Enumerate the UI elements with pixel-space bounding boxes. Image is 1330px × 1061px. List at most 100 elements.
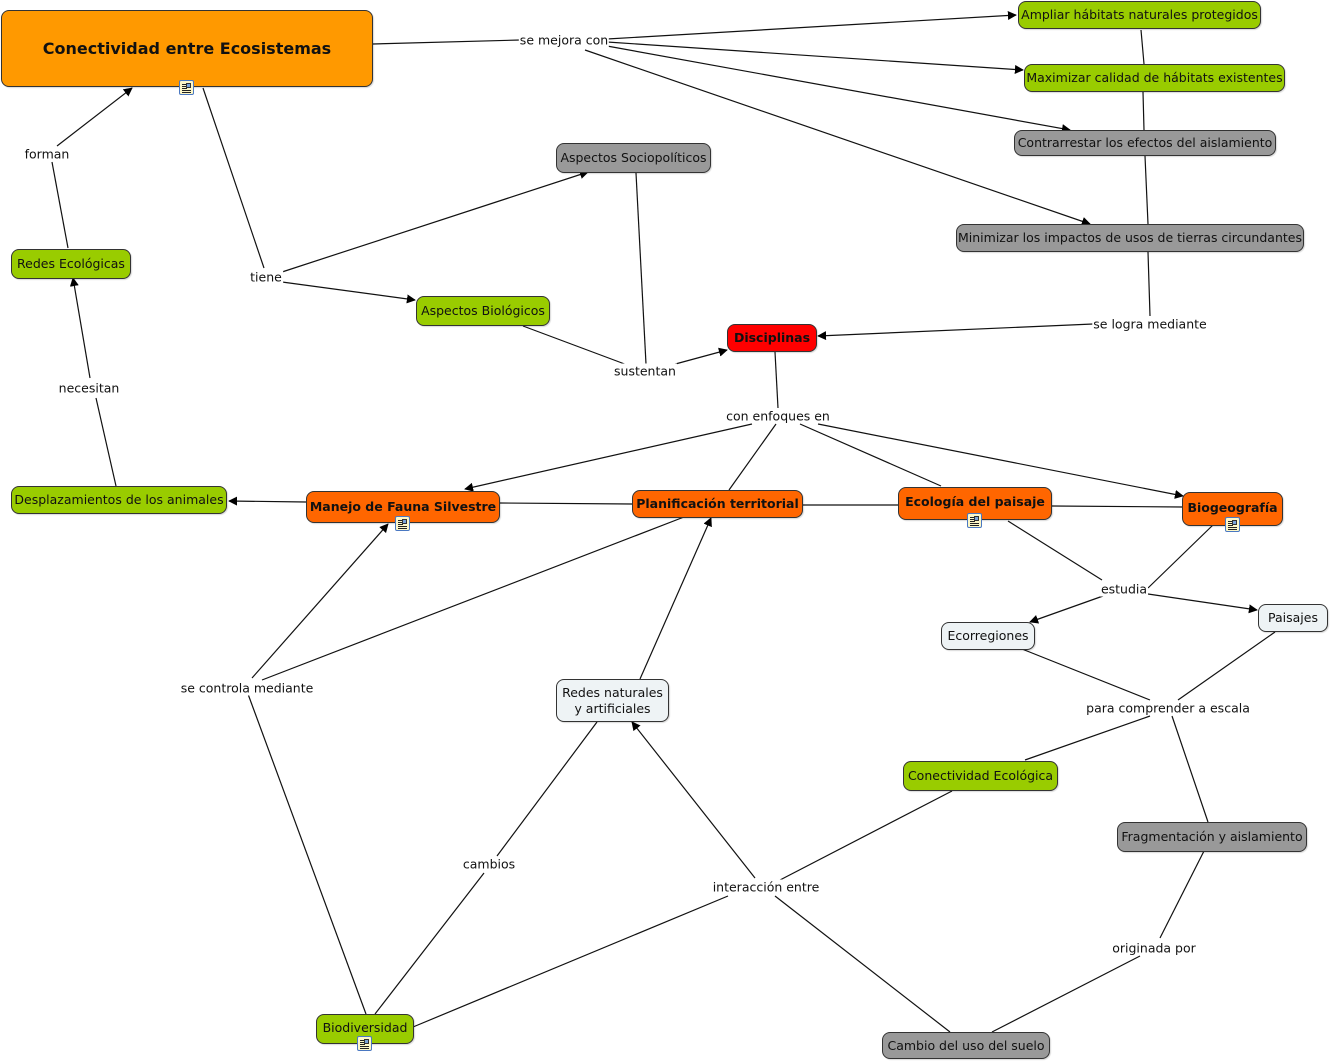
connector-line <box>799 423 942 487</box>
connector-arrow <box>667 347 728 367</box>
connector-arrow <box>228 496 307 506</box>
connector-line <box>496 721 598 857</box>
link-se-controla-mediante[interactable]: se controla mediante <box>179 680 315 696</box>
connector-line <box>522 325 631 367</box>
connector-arrow <box>56 87 133 147</box>
link-originada-por[interactable]: originada por <box>1111 940 1197 956</box>
connector-line <box>374 872 485 1015</box>
concept-desplazamientos[interactable]: Desplazamientos de los animales <box>11 486 227 514</box>
connector-line <box>1142 91 1145 131</box>
concept-label: Aspectos Sociopolíticos <box>560 150 707 166</box>
concept-label: Ecología del paisaje <box>905 494 1045 509</box>
concept-label: Planificación territorial <box>636 496 799 512</box>
connector-line <box>1177 631 1276 701</box>
concept-ecorregiones[interactable]: Ecorregiones <box>941 622 1035 650</box>
connector-line <box>1159 850 1205 939</box>
connector-arrow <box>639 517 712 680</box>
concept-label: Paisajes <box>1268 610 1318 626</box>
connector-arrow <box>281 170 589 273</box>
connector-line <box>635 172 647 365</box>
connector-arrow <box>251 523 389 679</box>
concept-conectividad-ecosistemas[interactable]: Conectividad entre Ecosistemas <box>1 10 373 87</box>
connector-line <box>372 39 521 45</box>
concept-label: Contrarrestar los efectos del aislamient… <box>1017 135 1273 151</box>
link-se-mejora-con[interactable]: se mejora con <box>518 32 610 48</box>
concept-disciplinas[interactable]: Disciplinas <box>727 324 817 352</box>
connector-line <box>774 895 951 1033</box>
concept-minimizar[interactable]: Minimizar los impactos de usos de tierra… <box>956 224 1304 252</box>
link-tiene[interactable]: tiene <box>249 269 283 285</box>
concept-paisajes[interactable]: Paisajes <box>1258 604 1328 632</box>
link-sustentan[interactable]: sustentan <box>613 363 677 379</box>
concept-label: Conectividad entre Ecosistemas <box>42 38 332 58</box>
concept-redes-ecologicas[interactable]: Redes Ecológicas <box>11 249 131 279</box>
concept-label: Fragmentación y aislamiento <box>1121 829 1303 845</box>
link-interaccion-entre[interactable]: interacción entre <box>711 879 821 895</box>
concept-manejo-fauna[interactable]: Manejo de Fauna Silvestre <box>306 491 500 523</box>
document-resource-icon[interactable] <box>357 1036 372 1051</box>
concept-label: Manejo de Fauna Silvestre <box>309 499 497 515</box>
link-con-enfoques-en[interactable]: con enfoques en <box>725 408 831 424</box>
connector-line <box>51 161 69 249</box>
connector-line <box>247 693 367 1015</box>
concept-cambio-suelo[interactable]: Cambio del uso del suelo <box>882 1032 1050 1059</box>
concept-label: Biogeografía <box>1187 500 1278 515</box>
connector-line <box>1021 648 1151 701</box>
concept-label: Conectividad Ecológica <box>907 768 1054 784</box>
concept-conectividad-ecologica[interactable]: Conectividad Ecológica <box>903 761 1058 791</box>
concept-label: Desplazamientos de los animales <box>14 492 224 508</box>
concept-biologicos[interactable]: Aspectos Biológicos <box>416 296 550 326</box>
connector-line <box>202 87 265 269</box>
link-necesitan[interactable]: necesitan <box>57 380 121 396</box>
connector-arrow <box>606 10 1017 40</box>
concept-fragmentacion[interactable]: Fragmentación y aislamiento <box>1117 822 1307 852</box>
concept-label: Minimizar los impactos de usos de tierra… <box>958 230 1302 246</box>
connector-line <box>1007 520 1103 581</box>
connector-line <box>498 502 633 505</box>
connector-line <box>1147 251 1151 317</box>
connector-line <box>774 351 779 409</box>
connector-line <box>728 423 777 491</box>
connector-line <box>1144 155 1149 225</box>
connector-line <box>1024 715 1151 761</box>
connector-arrow <box>1147 593 1258 614</box>
document-resource-icon[interactable] <box>967 513 982 528</box>
document-resource-icon[interactable] <box>179 80 194 95</box>
connector-arrow <box>817 423 1184 499</box>
concept-ampliar[interactable]: Ampliar hábitats naturales protegidos <box>1018 1 1261 29</box>
connector-arrow <box>464 423 753 492</box>
concept-sociopoliticos[interactable]: Aspectos Sociopolíticos <box>556 143 711 173</box>
link-para-comprender-a-escala[interactable]: para comprender a escala <box>1085 700 1251 716</box>
connector-line <box>991 955 1141 1033</box>
concept-contrarrestar[interactable]: Contrarrestar los efectos del aislamient… <box>1014 130 1276 156</box>
connector-arrow <box>817 323 1094 341</box>
document-resource-icon[interactable] <box>1225 517 1240 532</box>
connector-arrow <box>69 277 91 379</box>
concept-label: Redes Ecológicas <box>17 256 125 272</box>
connector-arrow <box>1029 595 1104 624</box>
link-cambios[interactable]: cambios <box>461 856 517 872</box>
concept-redes-naturales[interactable]: Redes naturales y artificiales <box>556 679 669 722</box>
link-estudia[interactable]: estudia <box>1099 581 1149 597</box>
document-resource-icon[interactable] <box>395 516 410 531</box>
connector-line <box>412 895 729 1028</box>
concept-label: Disciplinas <box>733 330 811 346</box>
concept-label: Cambio del uso del suelo <box>887 1037 1045 1053</box>
concept-label: Ampliar hábitats naturales protegidos <box>1021 7 1258 23</box>
connector-line <box>1051 505 1183 508</box>
connector-arrow <box>584 49 1091 226</box>
connector-line <box>1171 715 1209 823</box>
concept-label: Ecorregiones <box>947 628 1029 644</box>
connector-arrow <box>631 721 756 879</box>
link-forman[interactable]: forman <box>23 146 71 162</box>
concept-label: Redes naturales y artificiales <box>562 684 663 716</box>
concept-maximizar[interactable]: Maximizar calidad de hábitats existentes <box>1024 64 1285 92</box>
connector-line <box>1147 523 1215 589</box>
concept-label: Maximizar calidad de hábitats existentes <box>1026 70 1283 86</box>
concept-planificacion[interactable]: Planificación territorial <box>632 490 803 518</box>
connector-arrow <box>281 281 416 304</box>
link-se-logra-mediante[interactable]: se logra mediante <box>1092 316 1208 332</box>
connector-arrow <box>606 45 1071 133</box>
connector-line <box>779 790 953 881</box>
